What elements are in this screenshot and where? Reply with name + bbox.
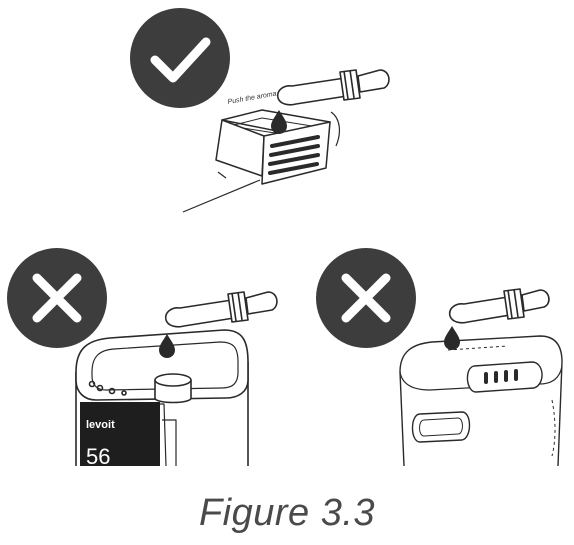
aroma-box-slot-line: [182, 179, 261, 213]
oil-drop-icon: [159, 334, 175, 358]
cross-badge-right: [316, 248, 416, 348]
dropper-icon: [164, 291, 278, 328]
humidifier-unit: [75, 329, 249, 467]
humidity-display: 56: [86, 444, 110, 469]
check-badge: [130, 8, 230, 108]
dropper-icon: [276, 69, 390, 106]
water-tank: [399, 335, 563, 467]
aroma-box: [215, 109, 341, 185]
oil-drop-icon: [444, 326, 460, 350]
correct-panel: Push the aroma box: [130, 8, 390, 213]
check-icon: [150, 37, 211, 83]
incorrect-panel-right: [316, 248, 563, 467]
cross-icon: [341, 273, 391, 323]
dropper-icon: [448, 288, 550, 324]
oil-drop-icon: [271, 110, 287, 134]
incorrect-panel-left: levoit 56: [7, 248, 278, 469]
figure-caption: Figure 3.3: [198, 492, 376, 534]
cross-badge-left: [7, 248, 107, 348]
cross-icon: [32, 273, 82, 323]
brand-logo: levoit: [86, 419, 115, 431]
